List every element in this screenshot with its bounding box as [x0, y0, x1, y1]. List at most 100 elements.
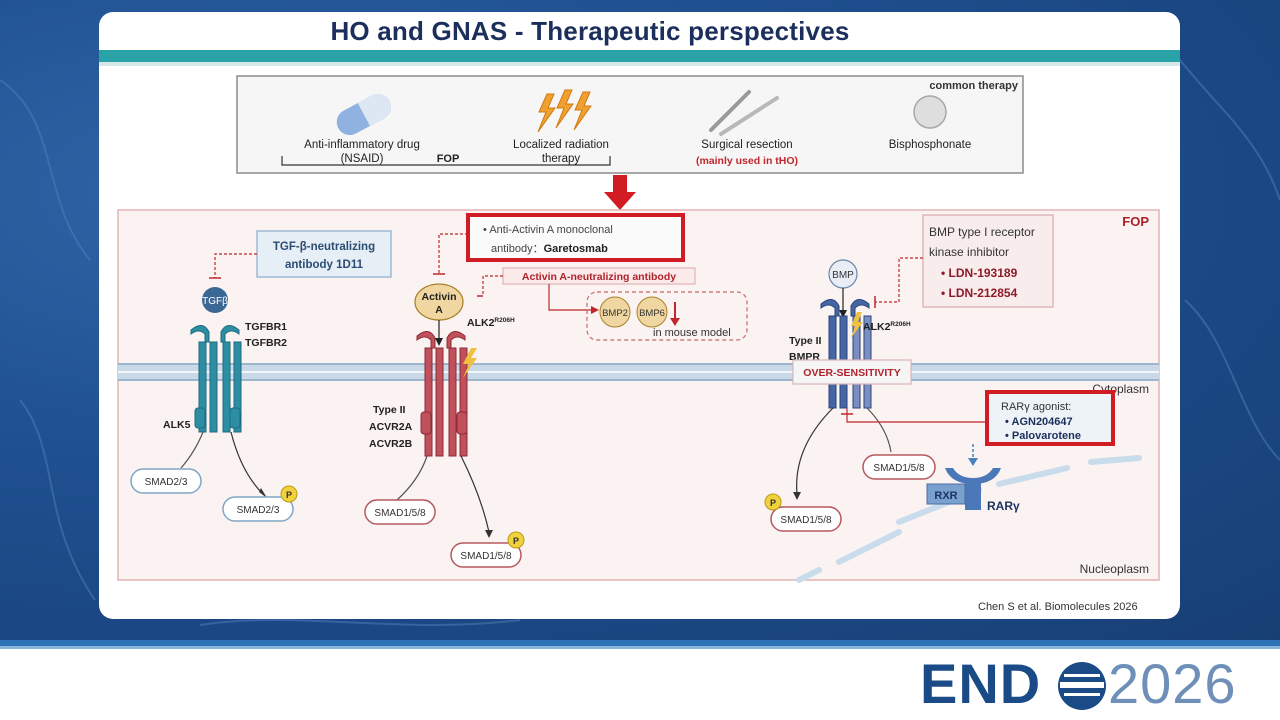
garetosmab-highlight-box [466, 213, 685, 262]
rarg-label: RARγ [987, 499, 1020, 513]
background-decoration [0, 59, 1280, 626]
alk5-label: ALK5 [163, 419, 191, 431]
footer-stripe [0, 640, 1280, 646]
tablet-icon [913, 95, 947, 129]
endo-logo-year: 2026 [1108, 652, 1237, 715]
bmp-inhibition-line [875, 257, 923, 303]
cell-membrane [118, 363, 1159, 381]
mutation-bolt-icon [463, 348, 477, 378]
tgfbr2-label: TGFBR2 [245, 337, 287, 349]
endo-logo-text: END [920, 651, 1041, 716]
activin-label-1: Activin [421, 291, 456, 303]
radiation-label: Localized radiation [513, 139, 609, 151]
title-underline-bar [99, 50, 1180, 62]
activin-neutralizing-label: Activin A-neutralizing antibody [522, 271, 676, 283]
activin-mab-line2: antibody：Garetosmab [491, 243, 608, 255]
ldn2-label: • LDN-212854 [941, 286, 1018, 300]
down-arrow-icon [604, 175, 636, 210]
pathway-diagram: common therapy Anti-inflammatory drug (N… [117, 75, 1160, 583]
fop-panel-label: FOP [1122, 214, 1149, 229]
rxr-rarg-receptor [926, 468, 1001, 510]
smad158-right-label: SMAD1/5/8 [873, 463, 925, 474]
rar-agonist-2: • Palovarotene [1005, 430, 1081, 442]
ldn1-label: • LDN-193189 [941, 266, 1018, 280]
phospho-badge-left [507, 531, 525, 549]
bmp6-label: BMP6 [639, 308, 665, 319]
tgf-signal-line [180, 431, 204, 469]
bmp-receptor-complex [820, 299, 872, 409]
surgical-instrument-icon [709, 90, 779, 136]
tgfb-label: TGFβ [202, 296, 228, 307]
rxr-label: RXR [934, 490, 957, 502]
bmp-inhibitor-line2: kinase inhibitor [929, 245, 1009, 259]
citation-text: Chen S et al. Biomolecules 2026 [978, 601, 1138, 613]
smad158-right-node [862, 454, 936, 480]
svg-text:P: P [770, 498, 776, 508]
slide-card: common therapy Anti-inflammatory drug (N… [99, 12, 1180, 619]
tgf-signal-arrow [230, 431, 264, 495]
smad23-node [130, 468, 202, 494]
bmp-label: BMP [832, 270, 854, 281]
mouse-model-label: in mouse model [653, 327, 731, 339]
radiation-sub-label: therapy [542, 153, 581, 165]
smad158-left-phospho-node [450, 542, 522, 568]
lightning-icon [537, 89, 592, 133]
alk2-right-label: ALK2R206H [863, 321, 911, 333]
svg-text:P: P [513, 536, 519, 546]
type2-left-2: ACVR2A [369, 421, 413, 433]
smad158-right-phospho-node [770, 506, 842, 532]
bmp6-node [636, 296, 668, 328]
title-underline-shadow [99, 62, 1180, 66]
tgf-antibody-line2: antibody 1D11 [285, 259, 364, 271]
bmp-inhibitor-line1: BMP type I receptor [929, 225, 1035, 239]
fop-bracket [281, 156, 611, 166]
activin-receptor-complex [416, 331, 468, 457]
endo-logo-wordmark: END [920, 652, 1042, 715]
smad158-left-phospho-label: SMAD1/5/8 [460, 551, 512, 562]
tgf-antibody-line1: TGF-β-neutralizing [273, 241, 375, 253]
surgery-label: Surgical resection [701, 139, 792, 151]
common-therapy-label: common therapy [929, 80, 1019, 92]
oversensitivity-label: OVER-SENSITIVITY [803, 367, 900, 379]
smad158-left-node [364, 499, 436, 525]
smad23-phospho-label: SMAD2/3 [237, 505, 280, 516]
rar-agonist-title: RARγ agonist: [1001, 401, 1071, 413]
smad158-right-phospho-label: SMAD1/5/8 [780, 515, 832, 526]
activin-mab-inhibition-line [438, 233, 468, 274]
tgfb-ligand [202, 287, 228, 313]
tgf-receptor-complex [190, 325, 242, 433]
surgery-note: (mainly used in tHO) [696, 155, 798, 167]
palovarotene-highlight-box [985, 390, 1115, 446]
slide-title: HO and GNAS - Therapeutic perspectives [330, 16, 850, 46]
alk2-left-label: ALK2R206H [467, 317, 515, 329]
type2-left-1: Type II [373, 404, 406, 416]
bisphosphonate-label: Bisphosphonate [889, 139, 971, 151]
oversensitivity-box [792, 359, 912, 385]
activin-label-2: A [435, 304, 443, 316]
smad23-label: SMAD2/3 [145, 477, 188, 488]
tgfbr1-label: TGFBR1 [245, 321, 287, 333]
phospho-label: P [286, 490, 292, 500]
pill-icon [336, 94, 392, 136]
tgf-inhibition-line [214, 253, 257, 278]
fop-bracket-label: FOP [437, 153, 460, 165]
phospho-badge [280, 485, 298, 503]
smad23-phospho-node [222, 496, 294, 522]
footer-stripe-light [0, 646, 1280, 649]
tgf-antibody-box [256, 230, 392, 278]
type2-left-3: ACVR2B [369, 438, 413, 450]
nsaid-sub-label: (NSAID) [341, 153, 384, 165]
smad158-left-label: SMAD1/5/8 [374, 508, 426, 519]
bmp2-node [599, 296, 631, 328]
bmp2-label: BMP2 [602, 308, 628, 319]
rar-agonist-1: • AGN204647 [1005, 416, 1073, 428]
activin-mab-line1: • Anti-Activin A monoclonal [483, 224, 613, 236]
nucleoplasm-label: Nucleoplasm [1080, 562, 1149, 576]
bmp-mouse-model-box [586, 291, 748, 341]
globe-logo-icon [1058, 662, 1106, 710]
bmp-inhibitor-box [922, 214, 1054, 308]
nsaid-label: Anti-inflammatory drug [304, 139, 420, 151]
type2-right-1: Type II [789, 335, 822, 347]
phospho-badge-right [764, 493, 782, 511]
rar-inhibition-line [846, 408, 987, 423]
